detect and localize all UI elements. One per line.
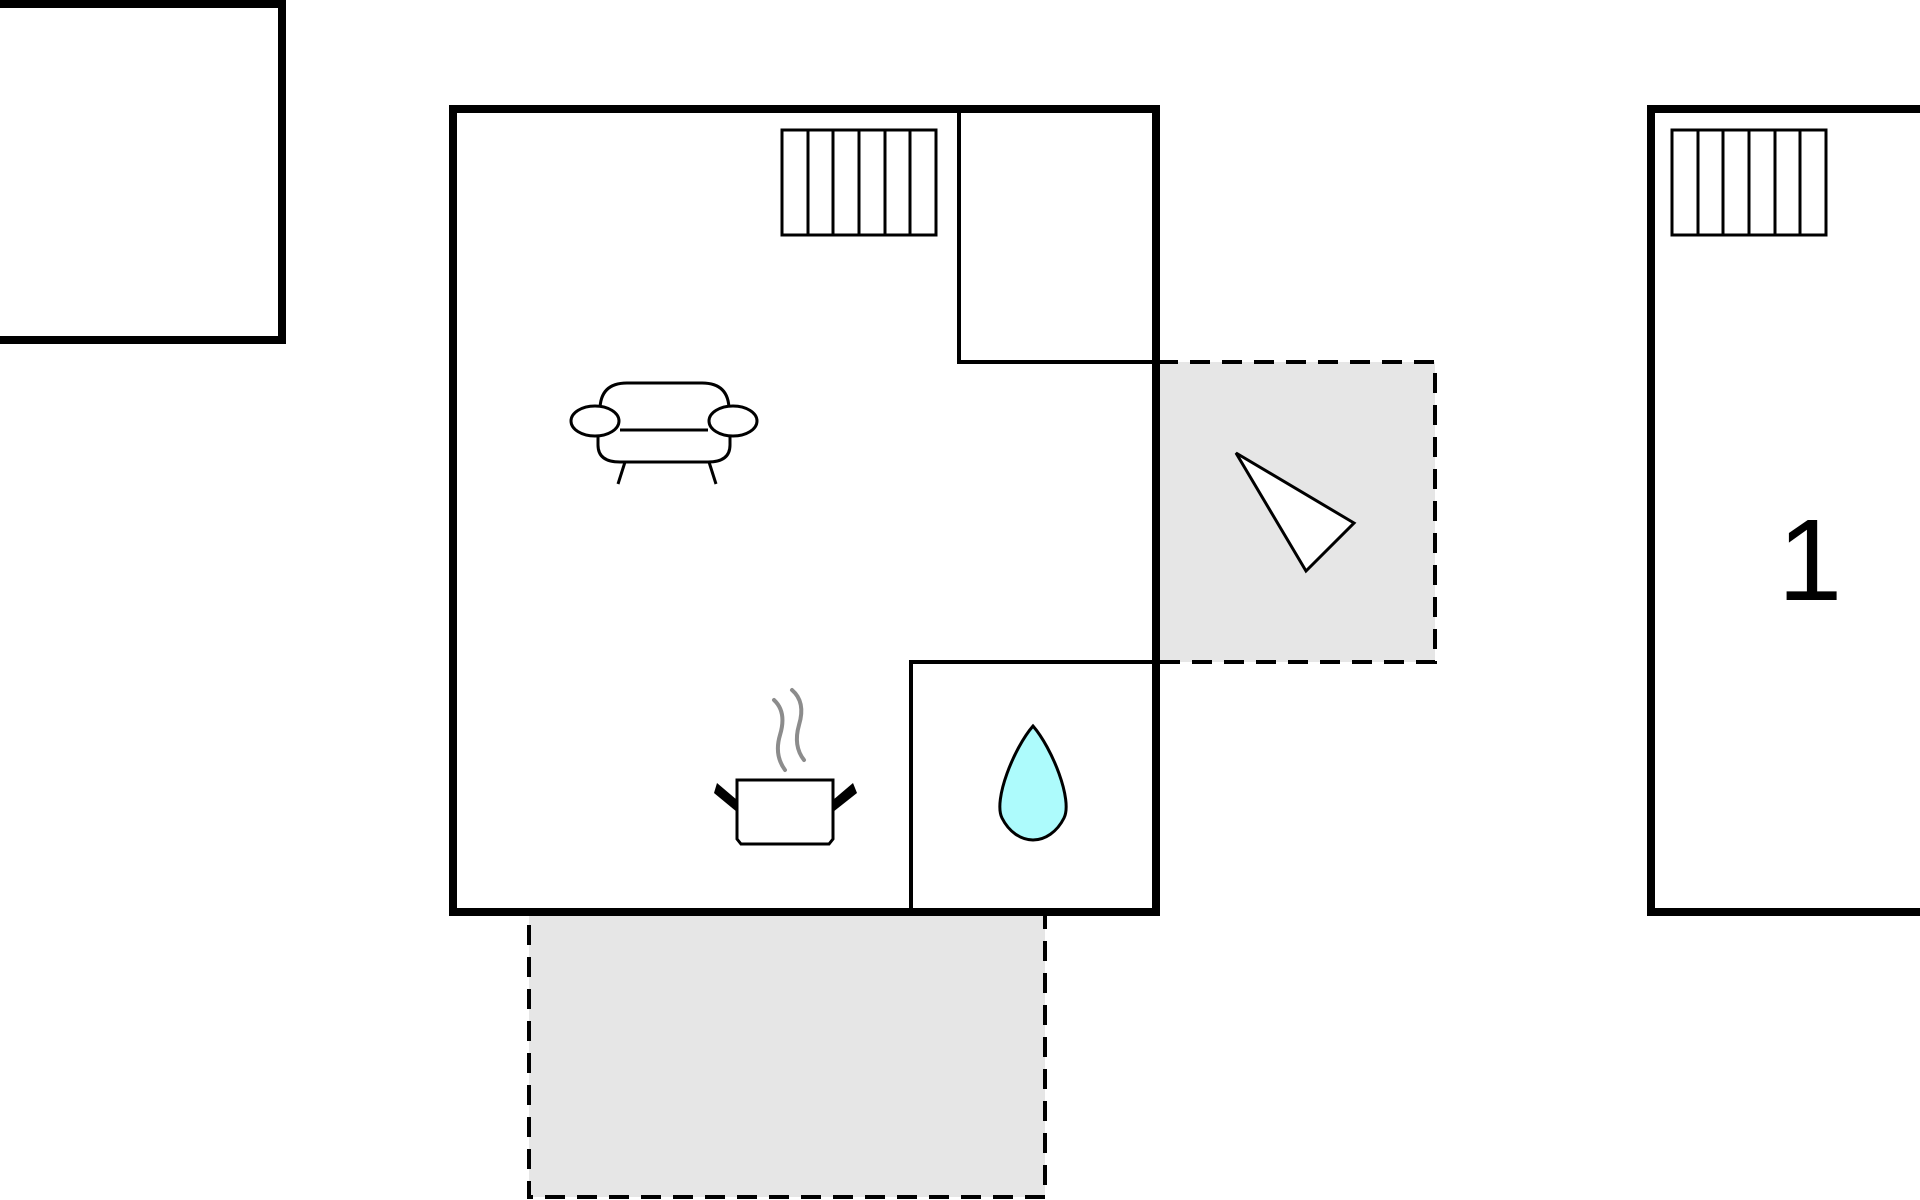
cooking-pot-icon: [714, 688, 857, 846]
bathroom: [909, 660, 1156, 912]
room-number-label: 1: [1778, 495, 1843, 625]
outbuilding: [0, 0, 286, 344]
main-room: [449, 105, 1160, 916]
radiator-icon: [1670, 128, 1828, 237]
radiator-icon: [780, 128, 938, 237]
sofa-icon: [569, 381, 759, 485]
water-drop-icon: [998, 723, 1068, 842]
sun-lounger-icon: [1234, 451, 1357, 574]
front-terrace: [527, 911, 1047, 1199]
bedroom: [1647, 105, 1920, 916]
storage-room: [957, 109, 1156, 364]
